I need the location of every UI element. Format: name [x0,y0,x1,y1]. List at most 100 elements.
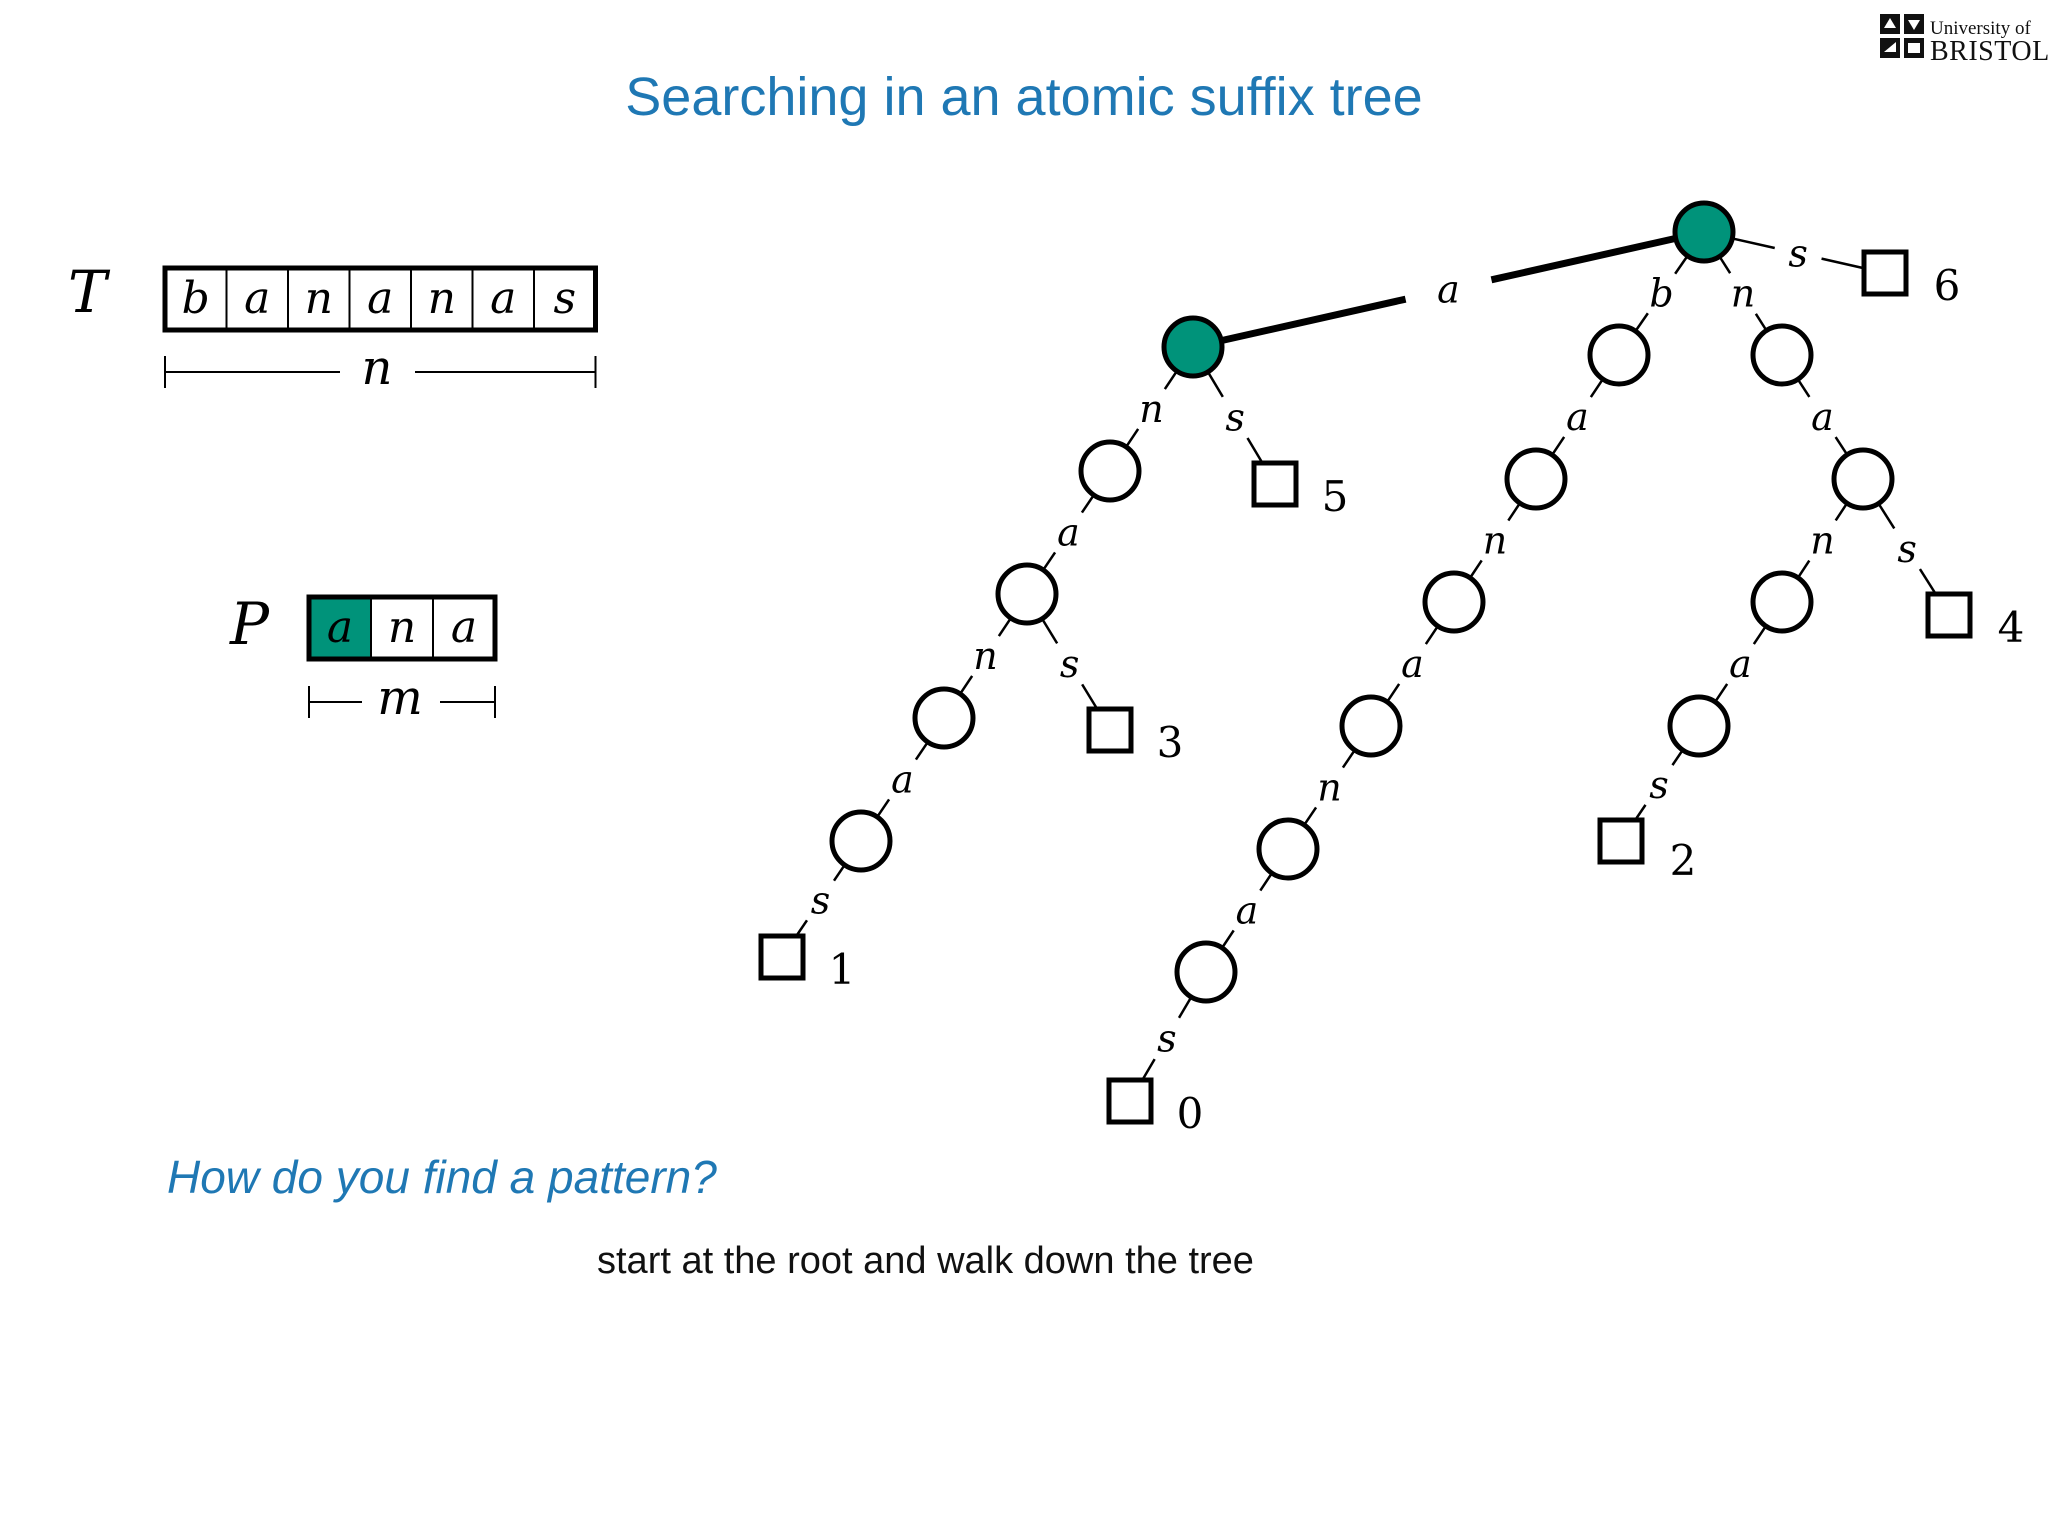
tree-edge [1821,257,1865,270]
text-array-cell: s [553,273,576,324]
leaf-label: 1 [829,945,856,994]
tree-edge [1796,378,1811,398]
tree-node [912,686,976,750]
tree-node-highlighted [1161,315,1225,379]
answer-text: start at the root and walk down the tree [597,1240,1254,1282]
text-array-cell: b [182,273,210,324]
edge-label: n [1317,766,1341,810]
leaf-node [1597,817,1645,865]
tree-edge [1834,436,1849,456]
crest-icon [1880,14,1924,58]
leaf-node [1086,706,1134,754]
tree-node [1256,817,1320,881]
tree-edge [1220,295,1407,345]
edge-label: a [891,758,914,802]
edge-label: b [1649,272,1673,316]
tree-edge [1163,370,1178,390]
university-logo: University of BRISTOL [1878,12,2048,68]
tree-edge [795,919,809,937]
leaf-node [758,933,806,981]
tree-edge [1177,996,1193,1019]
tree-node [1078,439,1142,503]
leaf-node [1106,1077,1154,1125]
tree-node [1750,323,1814,387]
tree-edge [1754,313,1768,332]
leaf-node [1251,460,1299,508]
edge-label: a [1236,889,1259,933]
tree-edge [1674,255,1689,275]
tree-edge [1246,437,1264,464]
edge-label: n [1810,519,1834,563]
pattern-array-cell-bg [309,597,371,659]
logo-line2: BRISTOL [1930,36,2048,67]
tree-edge [1125,428,1140,448]
edge-label: a [1566,395,1589,439]
tree-edge [1752,625,1767,645]
tree-edge [1671,749,1684,766]
tree-node [1750,570,1814,634]
tree-edge [1041,618,1059,645]
leaf-label: 3 [1157,718,1184,767]
edge-label: a [1811,395,1834,439]
tree-node [1831,447,1895,511]
edge-label: s [1157,1016,1177,1060]
leaf-label: 2 [1670,836,1697,885]
tree-edge [1469,559,1483,579]
tree-edge [997,617,1012,637]
text-array-cell: a [244,273,270,324]
tree-node [1339,694,1403,758]
logo-line1: University of [1930,18,2031,39]
tree-edge [1796,559,1811,579]
tree-edge [1507,502,1521,522]
pattern-array-box [306,594,498,662]
edge-label: s [1060,642,1080,686]
edge-label: a [1437,268,1460,312]
edge-label: s [1649,763,1669,807]
text-array-cell: n [305,273,333,324]
tree-node [1422,570,1486,634]
text-array-box [162,265,598,333]
edge-label: s [1225,395,1245,439]
tree-edge [1834,502,1849,522]
tree-edge [1589,378,1604,398]
pattern-array-cell-bg [371,597,433,659]
edge-label: n [1483,519,1507,563]
tree-node [995,562,1059,626]
tree-edge [1714,683,1729,703]
edge-label: s [811,878,831,922]
leaf-node [1925,591,1973,639]
edge-label: s [1897,527,1917,571]
pattern-length-label: m [377,670,423,726]
pattern-array-cell: a [327,602,353,653]
leaf-label: 5 [1322,472,1349,521]
text-array-cell: a [490,273,516,324]
leaf-label: 4 [1998,603,2025,652]
edge-label: a [1401,642,1424,686]
tree-edge [1141,1058,1156,1081]
tree-edge [1221,929,1235,949]
leaf-node [1861,249,1909,297]
tree-node [1587,323,1651,387]
pattern-array-cell: n [388,602,416,653]
tree-edge [1551,436,1566,456]
leaf-label: 6 [1934,261,1961,310]
tree-edge [1634,804,1647,821]
tree-edge [959,675,974,695]
tree-edge [1490,234,1677,284]
pattern-array-cell-bg [433,597,495,659]
tree-edge [1386,683,1401,703]
tree-edge [1303,806,1318,826]
text-length-label: n [362,340,393,396]
tree-node [1174,940,1238,1004]
pattern-array-cell: a [451,602,477,653]
question-text: How do you find a pattern? [167,1151,717,1203]
tree-edge [1424,625,1439,645]
text-array-symbol: T [68,258,111,326]
slide-title: Searching in an atomic suffix tree [625,67,1423,127]
tree-edge [1918,568,1937,595]
tree-edge [1206,371,1224,398]
leaf-label: 0 [1177,1089,1204,1138]
tree-edge [1732,237,1776,250]
tree-edge [1259,872,1273,892]
